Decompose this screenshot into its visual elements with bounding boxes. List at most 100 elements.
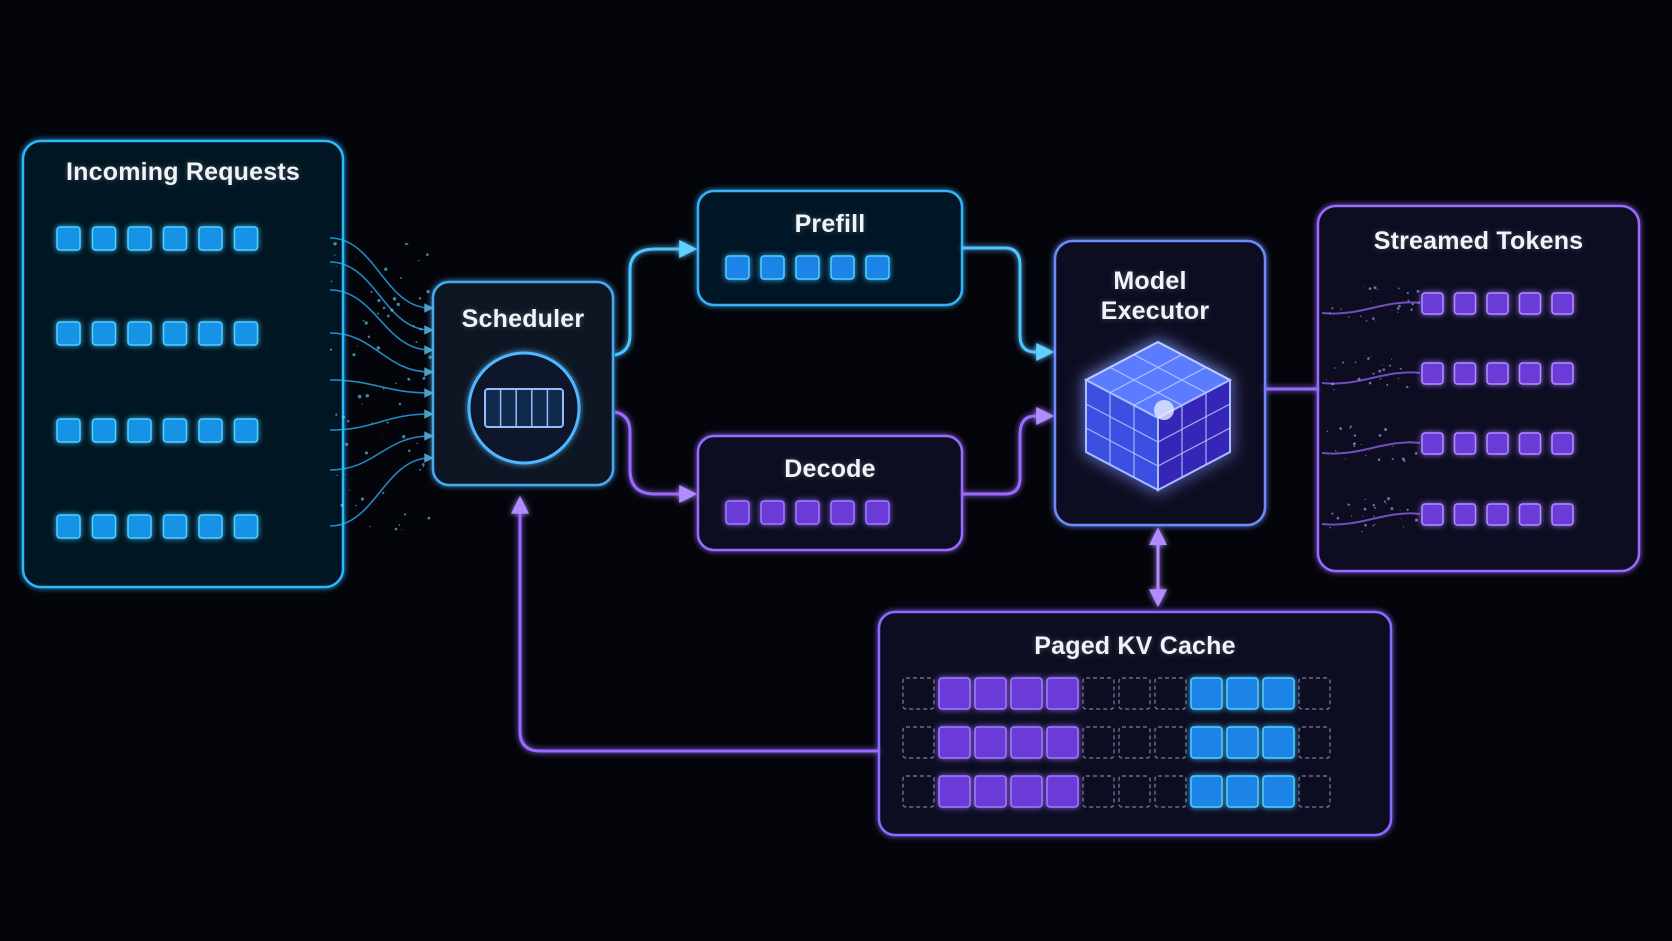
flow-particle	[426, 290, 429, 293]
request-token	[199, 515, 222, 538]
streamed-token	[1455, 363, 1476, 384]
stream-particle	[1404, 305, 1405, 306]
streamed-tokens-title: Streamed Tokens	[1318, 227, 1639, 256]
stream-particle	[1373, 515, 1374, 516]
flow-particle	[428, 356, 431, 359]
stream-particle	[1350, 425, 1352, 427]
flow-particle	[426, 253, 429, 256]
stream-particle	[1371, 356, 1372, 357]
flow-particle	[383, 388, 385, 390]
flow-particle	[366, 394, 369, 397]
request-token	[235, 419, 258, 442]
flow-particle	[365, 321, 368, 324]
queue-buffer-icon	[485, 389, 563, 427]
stream-particle	[1360, 316, 1362, 318]
flow-particle	[382, 437, 383, 438]
flow-particle	[331, 280, 333, 282]
scheduler-title: Scheduler	[433, 305, 613, 334]
request-flow-line	[330, 380, 430, 393]
request-token	[57, 515, 80, 538]
flow-particle	[387, 422, 389, 424]
stream-particle	[1403, 460, 1405, 462]
stream-particle	[1407, 509, 1409, 511]
prefill-title: Prefill	[698, 210, 962, 239]
stream-particle	[1412, 303, 1414, 305]
streamed-token	[1422, 433, 1443, 454]
request-token	[235, 322, 258, 345]
streamed-token	[1422, 504, 1443, 525]
streamed-token	[1520, 363, 1541, 384]
stream-particle	[1331, 383, 1334, 386]
stream-particle	[1357, 378, 1360, 381]
kv-slot-purple	[1011, 727, 1042, 758]
flow-particle	[377, 313, 379, 315]
flow-particle	[395, 383, 397, 385]
stream-particle	[1369, 287, 1372, 290]
stream-particle	[1348, 316, 1349, 317]
flow-particle	[415, 341, 417, 343]
stream-particle	[1384, 428, 1387, 431]
streamed-token	[1520, 504, 1541, 525]
stream-particle	[1372, 525, 1374, 527]
flow-particle	[395, 528, 398, 531]
edge-scheduler-to-prefill	[615, 249, 690, 355]
kv-slot-purple	[939, 727, 970, 758]
flow-particle	[344, 306, 345, 307]
flow-particle	[407, 378, 410, 381]
kv-slot-purple	[975, 678, 1006, 709]
flow-particle	[345, 443, 348, 446]
stream-particle	[1331, 307, 1333, 309]
request-token	[199, 227, 222, 250]
request-token	[199, 322, 222, 345]
request-token	[57, 322, 80, 345]
flow-particle	[333, 242, 336, 245]
request-token	[93, 515, 116, 538]
flow-particle	[370, 291, 372, 293]
streamed-token	[1455, 293, 1476, 314]
streamed-token	[1455, 433, 1476, 454]
flow-particle	[365, 451, 368, 454]
flow-particle	[382, 492, 384, 494]
request-flow-line	[330, 333, 430, 372]
stream-particle	[1390, 507, 1393, 510]
prefill-token	[866, 256, 889, 279]
request-token	[164, 515, 187, 538]
streamed-token	[1552, 504, 1573, 525]
flow-particle	[427, 517, 430, 520]
stream-particle	[1337, 433, 1338, 434]
stream-particle	[1366, 320, 1368, 322]
flow-particle	[400, 277, 402, 279]
streamed-token	[1487, 293, 1508, 314]
stream-particle	[1382, 368, 1385, 371]
stream-particle	[1387, 376, 1388, 377]
flow-particle	[342, 416, 345, 419]
stream-particle	[1361, 531, 1362, 532]
kv-slot-blue	[1263, 727, 1294, 758]
stream-particle	[1355, 361, 1357, 363]
flow-particle	[345, 474, 346, 475]
decode-panel	[698, 436, 962, 550]
kv-slot-blue	[1227, 678, 1258, 709]
stream-particle	[1329, 312, 1331, 314]
flow-particle	[422, 377, 425, 380]
request-token	[235, 515, 258, 538]
request-token	[164, 419, 187, 442]
stream-particle	[1398, 305, 1401, 308]
flow-particle	[369, 526, 370, 527]
flow-particle	[383, 307, 386, 310]
stream-particle	[1415, 519, 1418, 522]
stream-particle	[1409, 441, 1410, 442]
stream-particle	[1339, 427, 1342, 430]
stream-particle	[1380, 378, 1382, 380]
flow-particle	[402, 435, 405, 438]
kv-slot-purple	[1047, 776, 1078, 807]
stream-particle	[1327, 431, 1329, 433]
request-token	[93, 322, 116, 345]
stream-particle	[1392, 446, 1393, 447]
flow-particle	[352, 353, 355, 356]
flow-particle	[355, 505, 357, 507]
flow-particle	[405, 243, 407, 245]
request-token	[199, 419, 222, 442]
stream-particle	[1333, 389, 1334, 390]
prefill-panel	[698, 191, 962, 305]
